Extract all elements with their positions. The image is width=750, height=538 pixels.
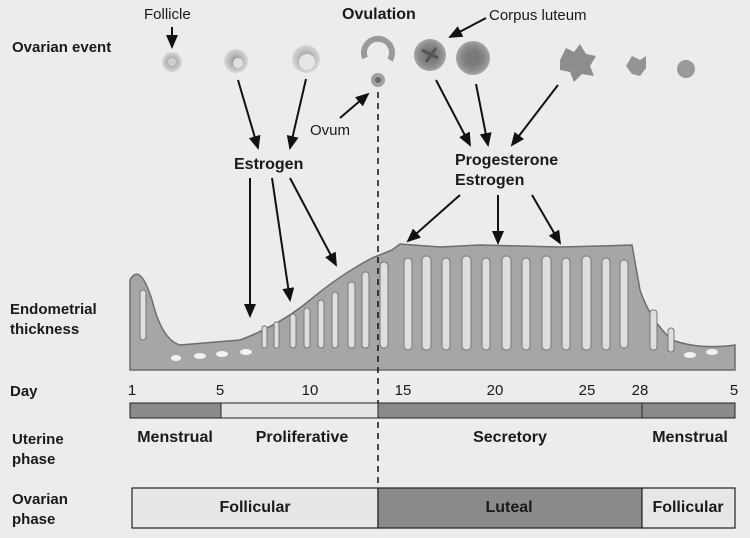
corpus-luteum-label: Corpus luteum [489, 7, 587, 24]
ruptured-follicle [361, 35, 395, 62]
ovum-cell [371, 73, 385, 87]
ovulation-label: Ovulation [342, 6, 416, 23]
ovarian-phase-luteal: Luteal [485, 499, 533, 516]
day-tick: 15 [394, 382, 412, 399]
day-row-label: Day [10, 383, 38, 400]
follicle-stage-1 [162, 52, 182, 72]
endometrial-thickness-row-label: Endometrial thickness [10, 301, 97, 338]
progesterone-effect-arrow-3 [531, 194, 562, 245]
ovum-pointer-arrow [339, 92, 370, 119]
day-tick: 5 [215, 382, 225, 399]
ovarian-phase-follicular: Follicular [219, 499, 291, 516]
day-tick: 20 [486, 382, 504, 399]
follicle-label: Follicle [144, 6, 191, 23]
estrogen-effect-arrow-2 [271, 177, 295, 302]
ovarian-phase-row-label: Ovarian phase [12, 491, 68, 528]
progesterone-label: Progesterone [455, 152, 559, 169]
uterine-phase-menstrual-next: Menstrual [652, 429, 728, 446]
progesterone-effect-arrow-1 [406, 194, 461, 243]
progesterone-source-arrow-1 [435, 79, 471, 147]
corpus-albicans-1 [626, 56, 646, 76]
day-tick: 5 [729, 382, 739, 399]
endometrium-tissue [129, 243, 736, 371]
uterine-phase-secretory: Secretory [473, 429, 547, 446]
ovarian-phase-bar [131, 487, 736, 529]
corpus-albicans-2 [677, 60, 695, 78]
uterine-phase-menstrual: Menstrual [137, 429, 213, 446]
day-tick: 28 [631, 382, 649, 399]
progesterone-source-arrow-2 [475, 83, 492, 147]
uterine-phase-proliferative: Proliferative [255, 429, 349, 446]
corpus-luteum-1 [414, 39, 446, 71]
day-tick: 10 [301, 382, 319, 399]
progesterone-source-arrow-3 [510, 84, 559, 147]
estrogen-effect-arrow-3 [289, 177, 337, 267]
corpus-luteum-2 [456, 41, 490, 75]
follicle-stage-2 [224, 49, 248, 73]
day-tick: 1 [127, 382, 137, 399]
estrogen-label-secretory: Estrogen [455, 172, 525, 189]
corpus-luteum-regressing [560, 44, 596, 82]
ovarian-phase-follicular-next: Follicular [652, 499, 724, 516]
day-bar [129, 402, 736, 419]
estrogen-label: Estrogen [234, 156, 304, 173]
follicle-stage-3 [292, 45, 320, 73]
uterine-phase-row-label: Uterine phase [12, 431, 64, 468]
estrogen-source-arrow-2 [286, 78, 307, 150]
estrogen-source-arrow-1 [237, 79, 261, 150]
day-tick: 25 [578, 382, 596, 399]
ovarian-event-row-label: Ovarian event [12, 39, 112, 56]
corpus-luteum-pointer-arrow [448, 17, 487, 38]
ovum-label: Ovum [310, 122, 351, 139]
